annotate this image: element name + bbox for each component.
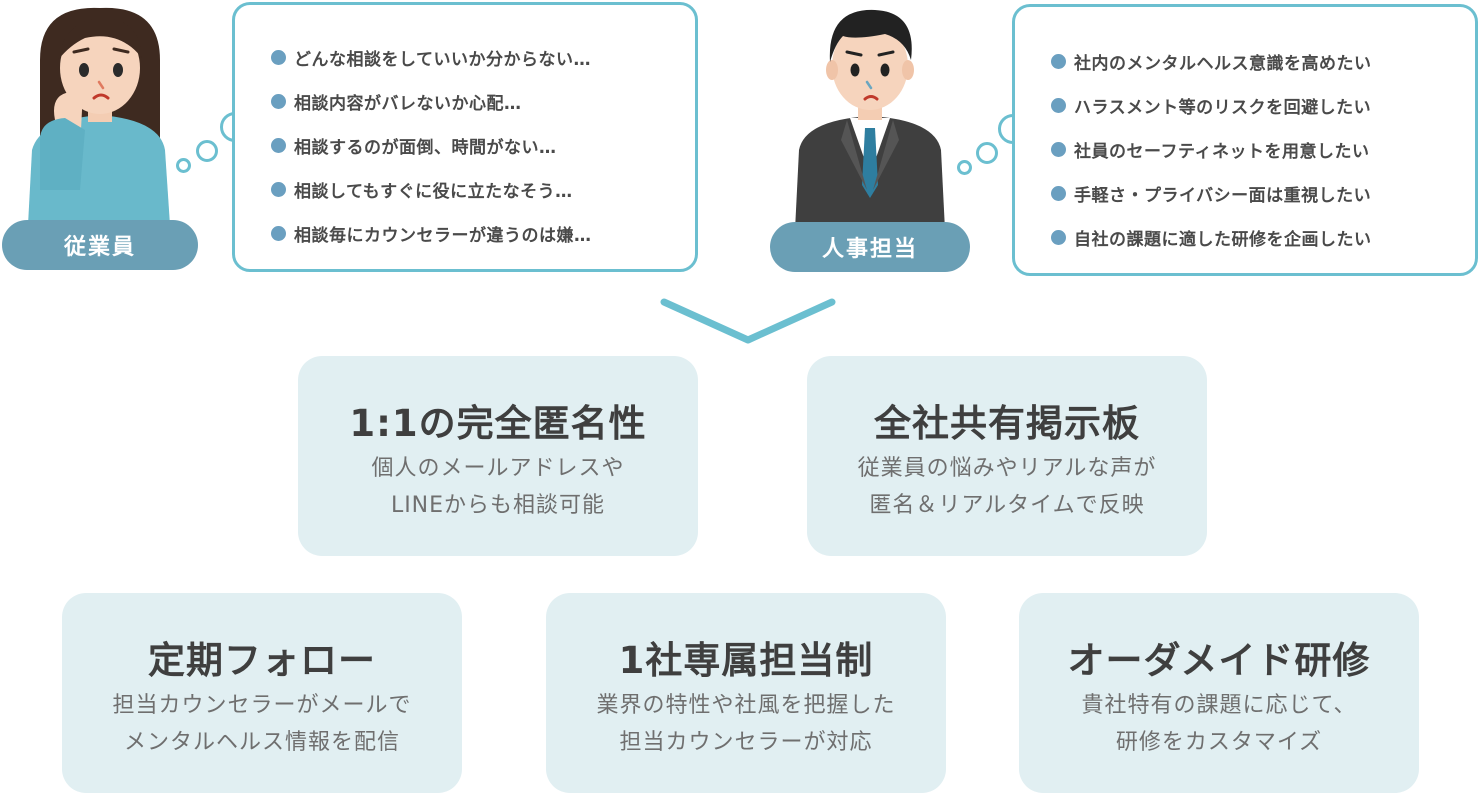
feature-title: 全社共有掲示板 (874, 402, 1140, 445)
feature-title: 1社専属担当制 (618, 639, 874, 682)
employee-concern-item: 相談内容がバレないか心配… (271, 79, 695, 123)
bullet-dot (271, 181, 286, 197)
employee-thought-ring-medium (196, 140, 218, 162)
feature-description: 担当カウンセラーがメールで メンタルヘルス情報を配信 (112, 693, 412, 755)
bullet-dot (271, 49, 286, 65)
feature-title: オーダメイド研修 (1067, 639, 1371, 682)
bullet-dot (271, 93, 286, 109)
feature-card-dedicated-counselor: 1社専属担当制 業界の特性や社風を把握した 担当カウンセラーが対応 (546, 593, 946, 793)
hr-concern-item: 自社の課題に適した研修を企画したい (1051, 215, 1475, 259)
bullet-dot (1051, 229, 1066, 245)
feature-description: 業界の特性や社風を把握した 担当カウンセラーが対応 (596, 693, 896, 755)
hr-concern-item: ハラスメント等のリスクを回避したい (1051, 83, 1475, 127)
hr-concern-item: 社員のセーフティネットを用意したい (1051, 127, 1475, 171)
bullet-dot (1051, 53, 1066, 69)
hr-concern-item: 社内のメンタルヘルス意識を高めたい (1051, 39, 1475, 83)
chevron-down-icon (660, 298, 836, 344)
bullet-dot (271, 225, 286, 241)
hr-concern-list: 社内のメンタルヘルス意識を高めたい ハラスメント等のリスクを回避したい 社員のセ… (1051, 39, 1475, 259)
bullet-dot (1051, 185, 1066, 201)
hr-thought-ring-small (957, 160, 972, 175)
hr-thought-ring-medium (976, 142, 998, 164)
employee-thought-ring-small (176, 158, 191, 173)
feature-title: 定期フォロー (148, 639, 376, 682)
hr-staff-illustration (795, 9, 945, 230)
employee-concerns-bubble: どんな相談をしていいか分からない… 相談内容がバレないか心配… 相談するのが面倒… (232, 2, 698, 272)
employee-concern-item: 相談するのが面倒、時間がない… (271, 123, 695, 167)
employee-role-label: 従業員 (63, 235, 136, 260)
feature-title: 1:1の完全匿名性 (349, 402, 647, 445)
feature-card-custom-training: オーダメイド研修 貴社特有の課題に応じて、 研修をカスタマイズ (1019, 593, 1419, 793)
bullet-dot (1051, 141, 1066, 157)
employee-concern-list: どんな相談をしていいか分からない… 相談内容がバレないか心配… 相談するのが面倒… (271, 35, 695, 255)
hr-role-badge: 人事担当 (770, 222, 970, 272)
feature-card-bulletin-board: 全社共有掲示板 従業員の悩みやリアルな声が 匿名＆リアルタイムで反映 (807, 356, 1207, 556)
bullet-dot (1051, 97, 1066, 113)
feature-description: 貴社特有の課題に応じて、 研修をカスタマイズ (1081, 693, 1357, 755)
employee-concern-item: 相談してもすぐに役に立たなそう… (271, 167, 695, 211)
employee-role-badge: 従業員 (2, 220, 198, 270)
bullet-dot (271, 137, 286, 153)
hr-concern-item: 手軽さ・プライバシー面は重視したい (1051, 171, 1475, 215)
feature-card-regular-follow: 定期フォロー 担当カウンセラーがメールで メンタルヘルス情報を配信 (62, 593, 462, 793)
employee-illustration (28, 7, 170, 225)
feature-description: 個人のメールアドレスや LINEからも相談可能 (371, 456, 625, 518)
hr-role-label: 人事担当 (821, 237, 918, 262)
employee-concern-item: 相談毎にカウンセラーが違うのは嫌… (271, 211, 695, 255)
feature-card-anonymity: 1:1の完全匿名性 個人のメールアドレスや LINEからも相談可能 (298, 356, 698, 556)
feature-description: 従業員の悩みやリアルな声が 匿名＆リアルタイムで反映 (857, 456, 1157, 518)
hr-concerns-bubble: 社内のメンタルヘルス意識を高めたい ハラスメント等のリスクを回避したい 社員のセ… (1012, 4, 1478, 276)
employee-concern-item: どんな相談をしていいか分からない… (271, 35, 695, 79)
